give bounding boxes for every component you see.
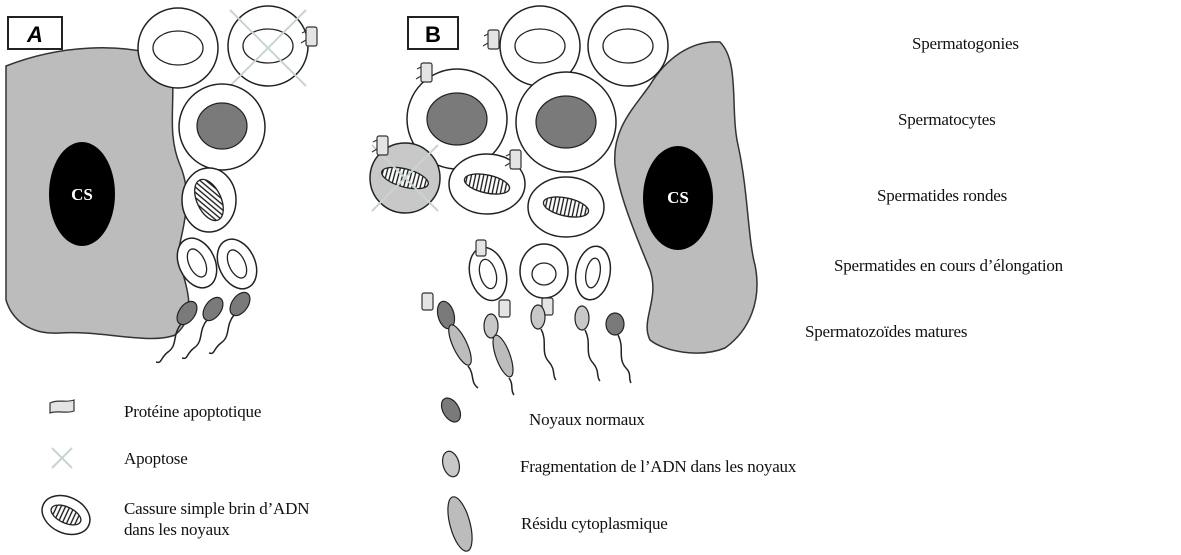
spermatogonium-a-1 bbox=[138, 8, 218, 88]
spermatocyte-b-2 bbox=[516, 72, 616, 172]
legend-symbol-cassure bbox=[36, 488, 97, 542]
spermatocyte-a bbox=[179, 84, 265, 170]
panel-b-label: B bbox=[425, 22, 441, 47]
legend-label-cassure: Cassure simple brin d’ADN dans les noyau… bbox=[124, 498, 324, 540]
spermatozoon-b-2 bbox=[484, 300, 517, 395]
stage-label-spermatogonies: Spermatogonies bbox=[912, 34, 1019, 54]
spermatozoon-b-1 bbox=[422, 293, 478, 388]
panel-a: A CS bbox=[6, 6, 317, 362]
spermatozoon-b-5 bbox=[606, 313, 631, 383]
stage-label-spermatozoides: Spermatozoïdes matures bbox=[805, 322, 967, 342]
legend-symbol-apoptose bbox=[52, 448, 72, 468]
round-spermatid-a bbox=[182, 168, 236, 232]
legend-symbol-residu bbox=[443, 494, 477, 553]
stage-label-spermatocytes: Spermatocytes bbox=[898, 110, 995, 130]
spermatogonium-b-2 bbox=[588, 6, 668, 86]
elongating-spermatid-b-3 bbox=[572, 243, 615, 302]
stage-label-spermatides-elongation: Spermatides en cours d’élongation bbox=[834, 256, 1063, 276]
legend-label-apoptose: Apoptose bbox=[124, 449, 188, 469]
legend-label-residu: Résidu cytoplasmique bbox=[521, 514, 668, 534]
legend-symbol-fragmentation bbox=[440, 449, 462, 478]
elongating-spermatid-a-2 bbox=[210, 233, 265, 295]
panel-b: B CS bbox=[370, 6, 757, 395]
spermatogonium-a-2-apoptotic bbox=[228, 6, 308, 86]
elongating-spermatid-b-1 bbox=[464, 240, 513, 305]
legend-label-fragmentation: Fragmentation de l’ADN dans les noyaux bbox=[520, 457, 796, 477]
sertoli-label-a: CS bbox=[71, 185, 93, 204]
elongating-spermatid-b-2 bbox=[520, 244, 568, 298]
sertoli-label-b: CS bbox=[667, 188, 689, 207]
legend-label-proteine: Protéine apoptotique bbox=[124, 402, 261, 422]
legend-label-noyaux-normaux: Noyaux normaux bbox=[529, 410, 645, 430]
apoptotic-protein-b-2 bbox=[416, 63, 432, 82]
spermatozoon-b-4 bbox=[575, 306, 600, 381]
spermatozoon-b-3 bbox=[531, 298, 556, 380]
stage-label-spermatides-rondes: Spermatides rondes bbox=[877, 186, 1007, 206]
panel-a-label: A bbox=[26, 22, 43, 47]
round-spermatid-b-3 bbox=[528, 177, 604, 237]
apoptotic-protein-b-1 bbox=[483, 30, 499, 49]
apoptotic-protein-b-3 bbox=[372, 136, 388, 155]
legend-symbol-noyaux-normaux bbox=[438, 395, 465, 426]
legend-symbol-proteine bbox=[50, 400, 74, 413]
